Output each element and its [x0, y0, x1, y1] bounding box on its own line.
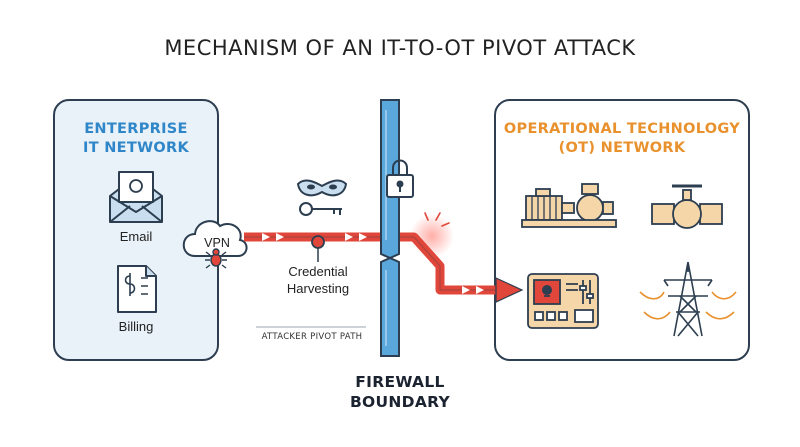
mask-icon — [296, 179, 348, 197]
credential-line2: Harvesting — [286, 281, 350, 296]
billing-label: Billing — [118, 319, 154, 334]
enterprise-title-line2: IT NETWORK — [83, 140, 189, 156]
enterprise-network-title: ENTERPRISE IT NETWORK — [53, 120, 219, 158]
diagram-title: MECHANISM OF AN IT-TO-OT PIVOT ATTACK — [164, 36, 636, 60]
enterprise-title-line1: ENTERPRISE — [84, 121, 188, 137]
credential-connector — [311, 235, 325, 262]
cloud-icon — [182, 220, 248, 257]
vpn-label: VPN — [204, 236, 230, 250]
firewall-line1: FIREWALL — [355, 373, 445, 391]
key-icon — [299, 202, 342, 216]
credential-line1: Credential — [288, 264, 348, 279]
ot-title-line1: OPERATIONAL TECHNOLOGY — [503, 121, 741, 137]
firewall-barrier — [380, 99, 400, 357]
valve-pipe-icon — [651, 184, 723, 229]
attacker-pivot-path — [244, 212, 524, 303]
control-panel-skull-icon — [527, 273, 599, 329]
email-icon — [109, 171, 163, 223]
pump-motor-icon — [521, 183, 617, 228]
billing-document-icon — [117, 265, 157, 313]
firewall-boundary-label: FIREWALL BOUNDARY — [330, 372, 470, 412]
email-label: Email — [119, 229, 153, 244]
firewall-line2: BOUNDARY — [349, 393, 451, 411]
enterprise-network-box — [53, 99, 219, 361]
credential-harvesting-label: Credential Harvesting — [268, 263, 368, 297]
ot-title-line2: (OT) NETWORK — [558, 140, 686, 156]
ot-network-title: OPERATIONAL TECHNOLOGY (OT) NETWORK — [494, 120, 750, 158]
power-tower-icon — [639, 261, 737, 337]
padlock-icon — [386, 159, 414, 198]
attacker-pivot-path-label: ATTACKER PIVOT PATH — [261, 332, 363, 342]
bug-icon — [205, 248, 227, 269]
